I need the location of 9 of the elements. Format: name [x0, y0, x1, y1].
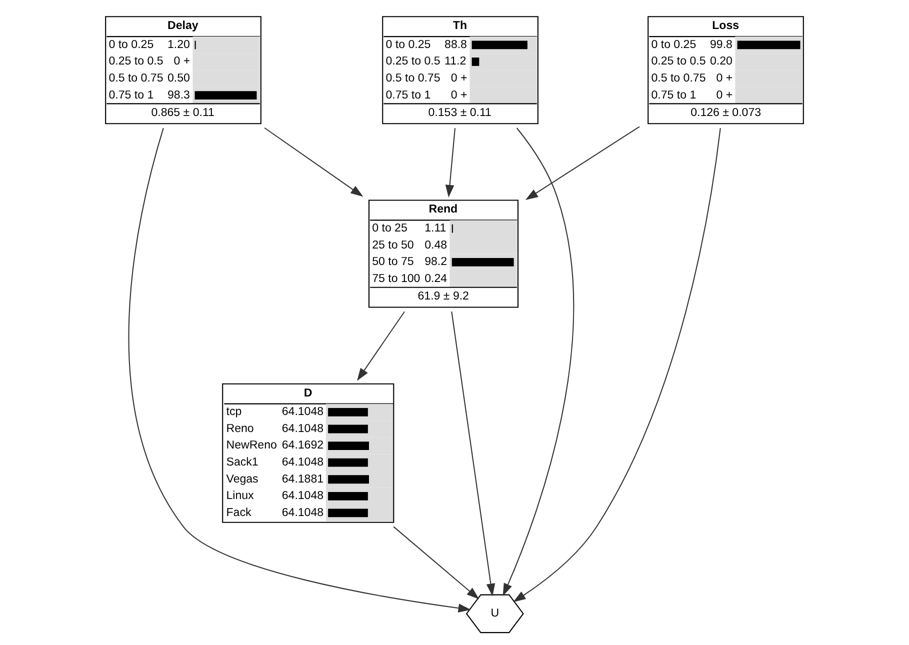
- arrow: [445, 128, 456, 198]
- arrow: [451, 311, 496, 596]
- arrow: [357, 311, 405, 381]
- arrow: [393, 526, 480, 600]
- arrow: [513, 128, 721, 602]
- arrow: [128, 128, 471, 612]
- arrow: [264, 127, 364, 197]
- arrow: [525, 126, 640, 200]
- arrow: [502, 128, 574, 596]
